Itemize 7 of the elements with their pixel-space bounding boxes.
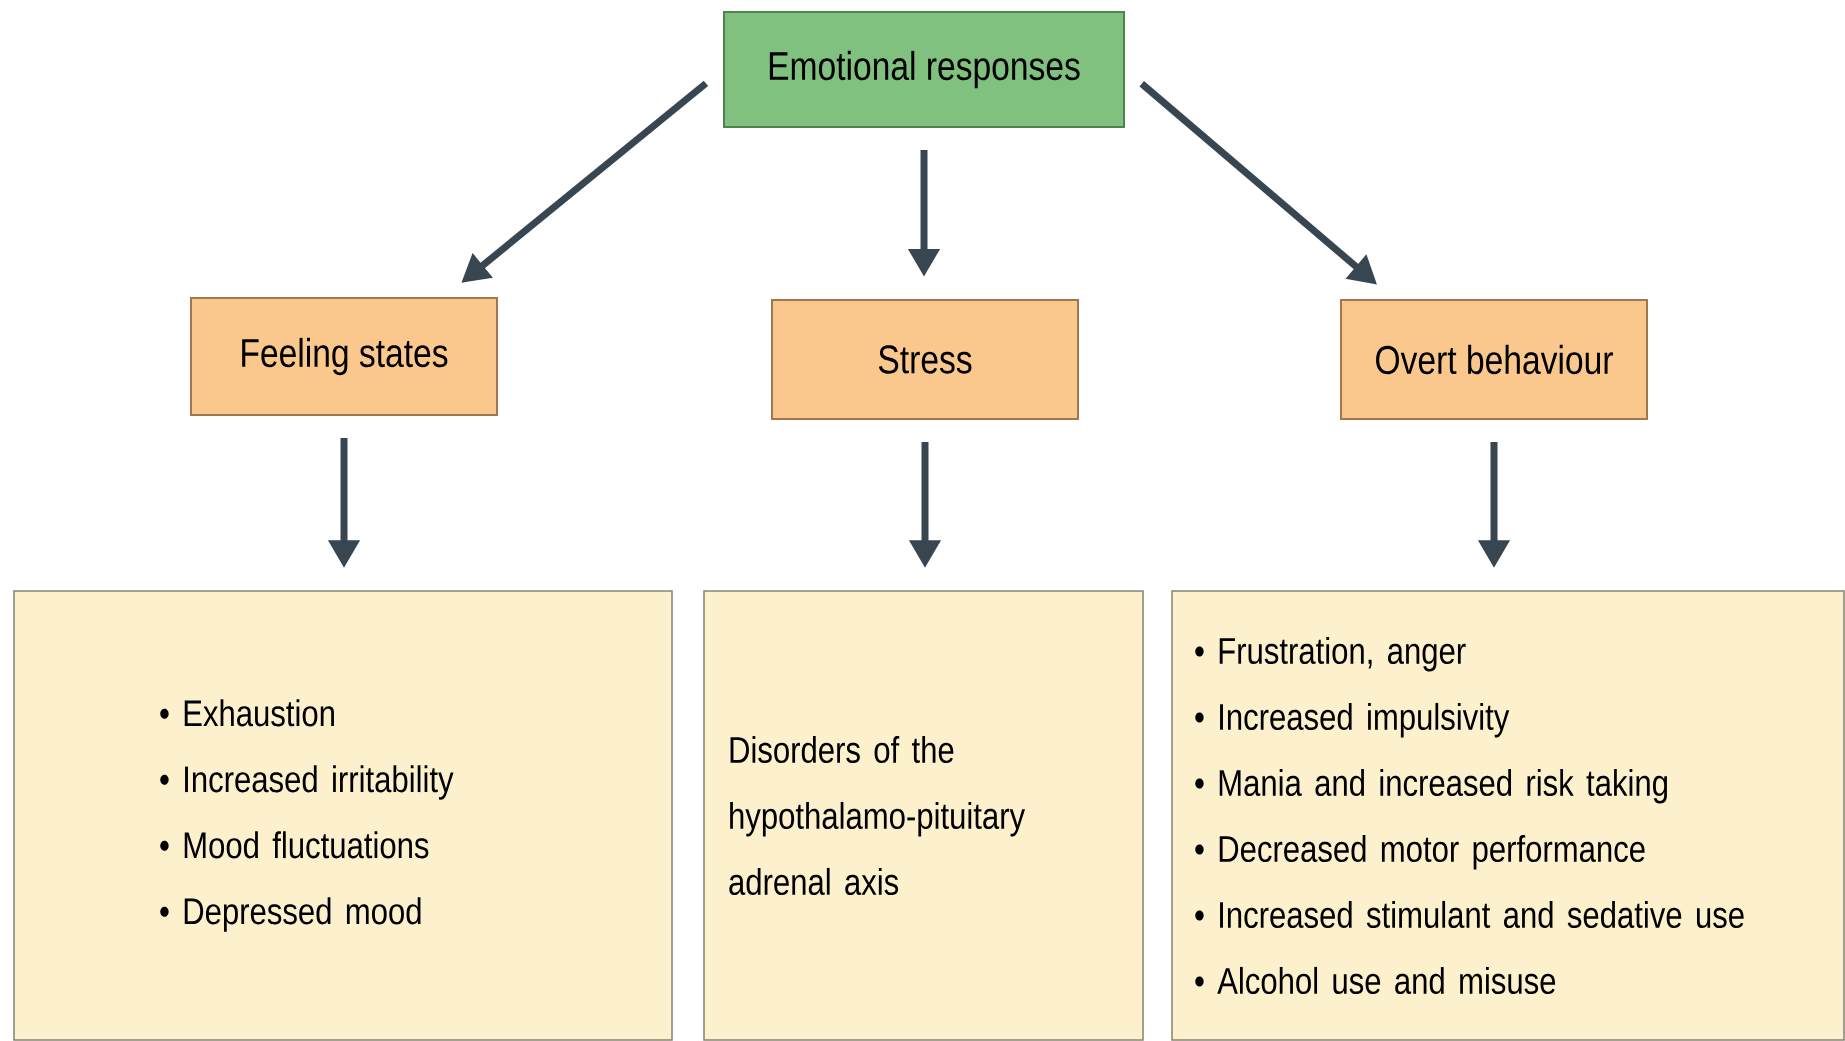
category-box: Stress xyxy=(771,299,1079,420)
list-box: • Frustration, anger • Increased impulsivity • Mania and increased risk taking • Decreased motor performance • Increased stimulant and sedative use • Alcohol use and misuse xyxy=(1171,590,1845,1041)
heading-box: Emotional responses xyxy=(723,11,1125,128)
category-box: Overt behaviour xyxy=(1340,299,1648,420)
category-box: Feeling states xyxy=(190,297,498,416)
list-box: • Exhaustion • Increased irritability • Mood fluctuations • Depressed mood xyxy=(13,590,673,1041)
list-box: Disorders of the hypothalamo-pituitary adrenal axis xyxy=(703,590,1144,1041)
